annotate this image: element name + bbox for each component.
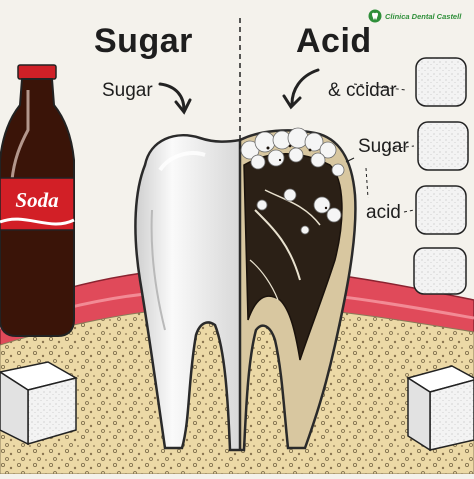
leader-line bbox=[381, 145, 415, 151]
sugar-cube-1 bbox=[415, 57, 467, 107]
heading-sugar: Sugar bbox=[94, 22, 193, 60]
label-sugar-right: Sugar bbox=[358, 136, 409, 157]
curved-arrow-icon bbox=[282, 68, 320, 110]
tooth-logo-icon bbox=[368, 9, 382, 23]
leader-line bbox=[365, 167, 369, 199]
sugar-cube-bottom-right bbox=[406, 365, 474, 452]
leader-line bbox=[353, 83, 407, 91]
sugar-cube-bottom-left bbox=[0, 361, 78, 446]
curved-arrow-icon bbox=[158, 82, 192, 115]
healthy-tooth bbox=[134, 134, 240, 452]
label-ampersand-ccidar: & ccidar bbox=[328, 80, 397, 101]
decayed-tooth bbox=[240, 127, 357, 452]
soda-label: Soda bbox=[15, 188, 59, 212]
brand-text: Clinica Dental Castell bbox=[385, 11, 462, 21]
leader-line bbox=[345, 157, 355, 163]
sugar-cube-4 bbox=[413, 247, 467, 295]
leader-line bbox=[403, 209, 415, 213]
sugar-cube-3 bbox=[415, 185, 467, 235]
soda-bottle bbox=[0, 64, 75, 337]
sugar-cube-2 bbox=[417, 121, 469, 171]
label-acid: acid bbox=[366, 202, 401, 223]
label-sugar-left: Sugar bbox=[102, 80, 153, 101]
heading-acid: Acid bbox=[296, 22, 372, 60]
brand-logo: Clinica Dental Castell bbox=[368, 9, 461, 23]
